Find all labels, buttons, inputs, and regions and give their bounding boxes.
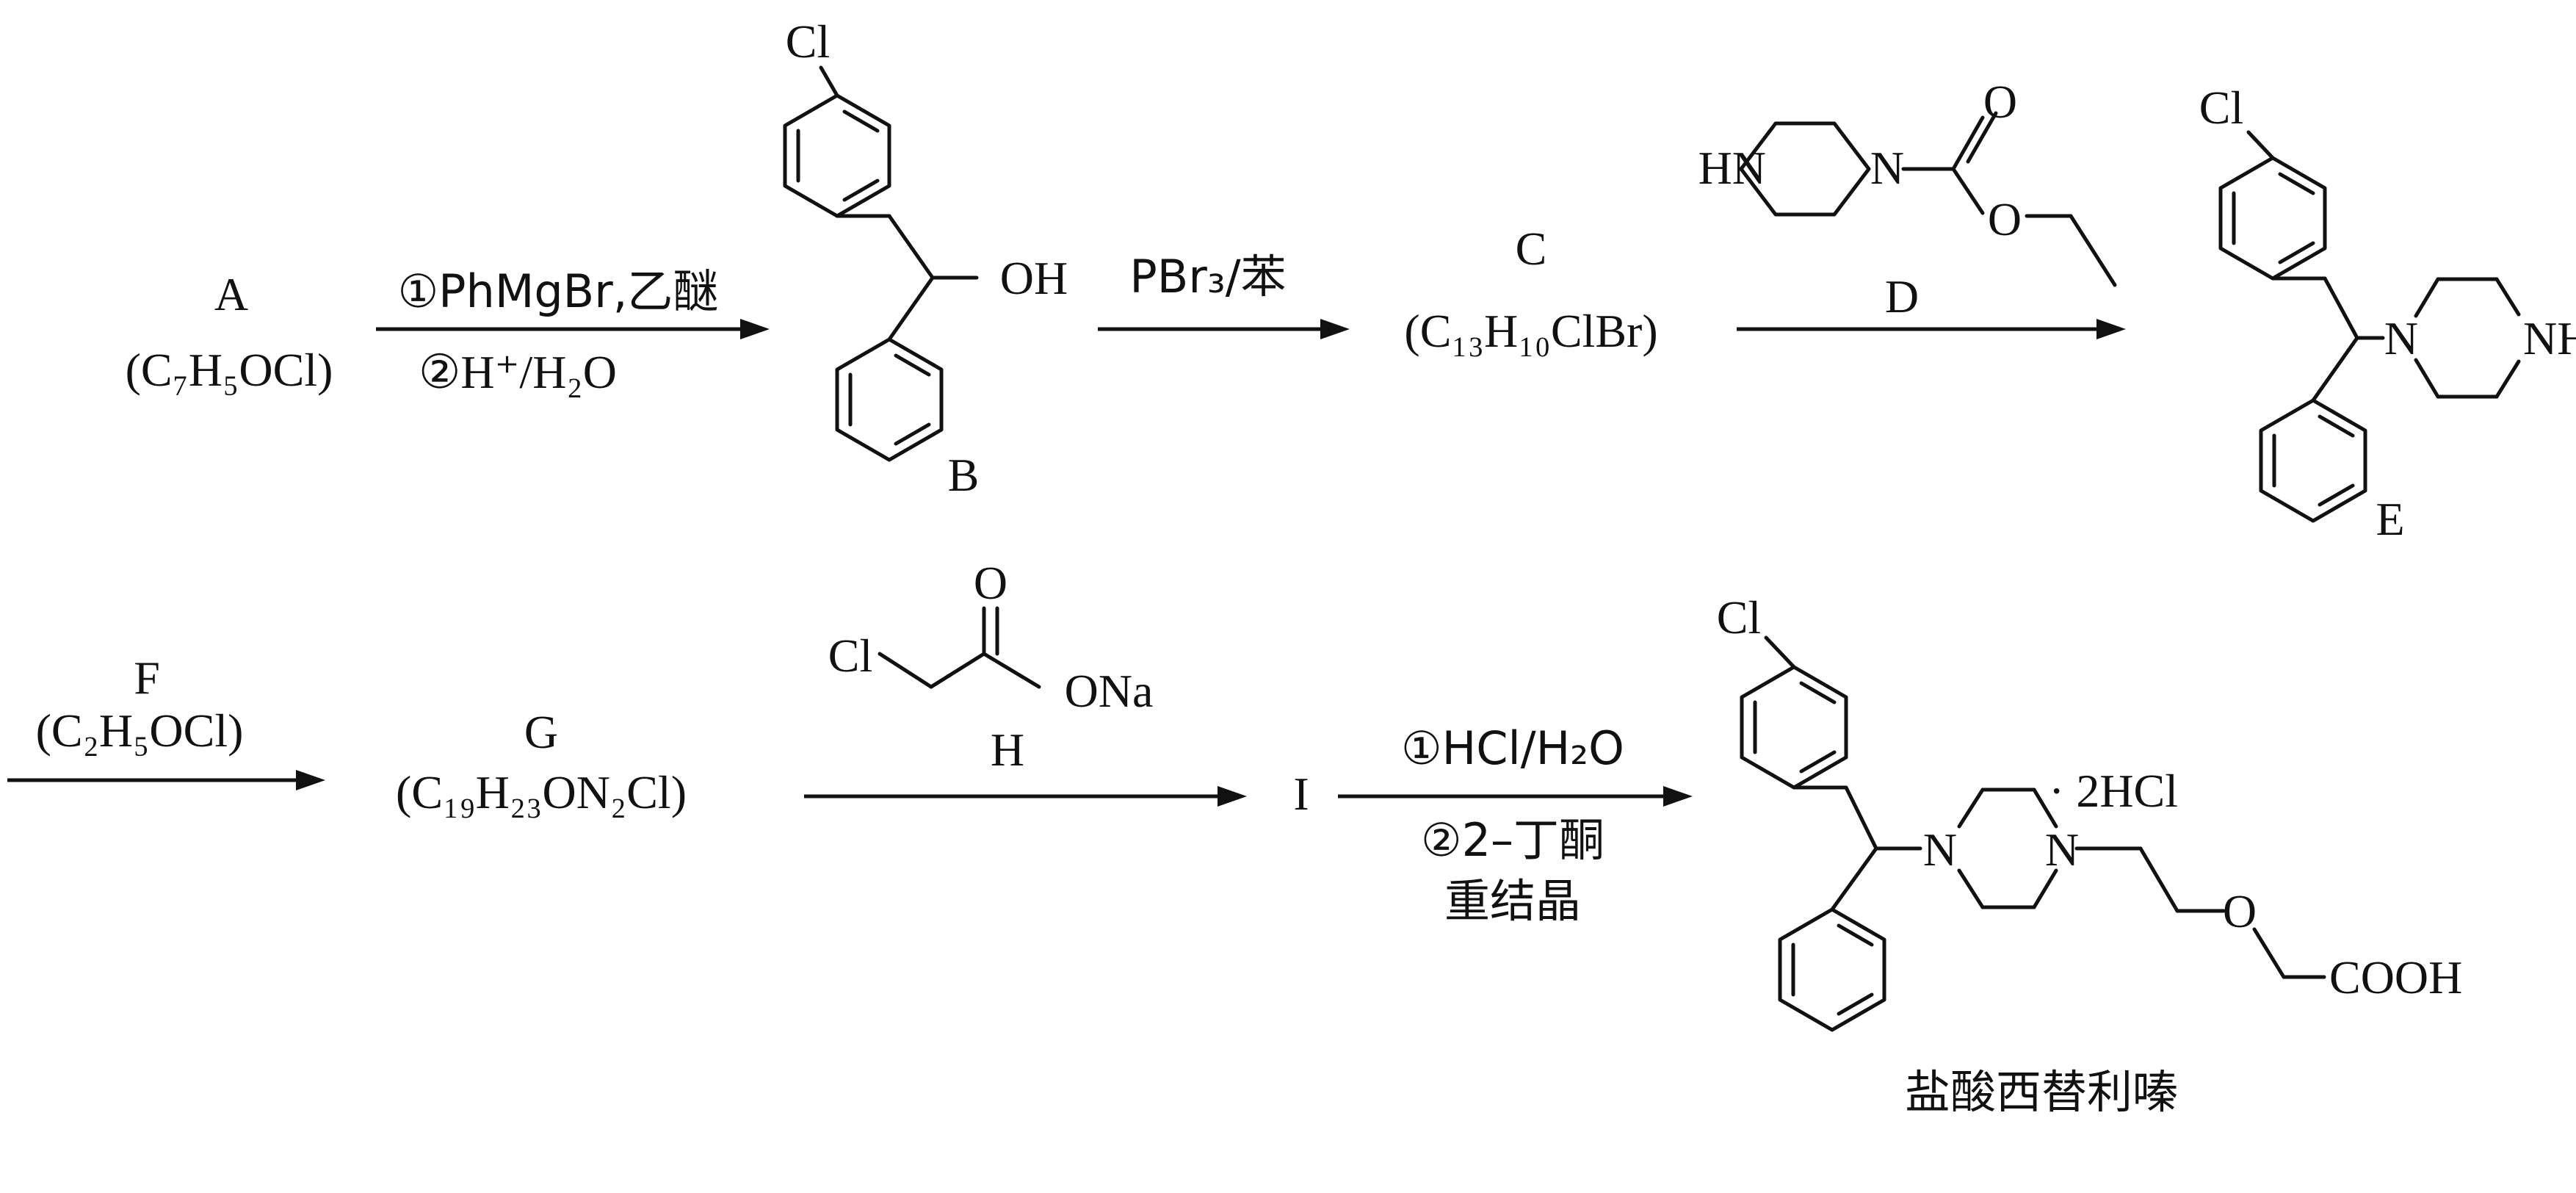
product-cooh: COOH bbox=[2329, 951, 2462, 1003]
reagent-h-structure bbox=[878, 606, 1041, 689]
reagent-d-o-carbonyl: O bbox=[1983, 76, 2017, 128]
compound-e-label: E bbox=[2376, 493, 2404, 545]
reaction-arrow-2 bbox=[1098, 319, 1350, 339]
reagent-d-n: N bbox=[1870, 142, 1904, 194]
compound-e-nh: NH bbox=[2523, 312, 2576, 364]
reagent-d-o-ester: O bbox=[1988, 193, 2022, 245]
reagent-d-structure bbox=[1739, 111, 2117, 287]
arrow6-step2: ②2–丁酮 bbox=[1421, 813, 1604, 867]
product-n1: N bbox=[1923, 823, 1957, 876]
compound-a-label: A bbox=[214, 268, 248, 320]
reagent-h-cl: Cl bbox=[828, 630, 872, 682]
compound-e-structure bbox=[2218, 130, 2521, 523]
compound-b-cl: Cl bbox=[786, 15, 830, 68]
arrow1-step1: ①PhMgBr,乙醚 bbox=[398, 264, 719, 318]
arrow2-reagent: PBr₃/苯 bbox=[1129, 250, 1286, 303]
reagent-h-ona: ONa bbox=[1065, 665, 1154, 717]
arrow6-step1: ①HCl/H₂O bbox=[1401, 721, 1624, 775]
reagent-d-hn: HN bbox=[1698, 142, 1766, 194]
compound-b-label: B bbox=[948, 449, 980, 501]
compound-i-label: I bbox=[1293, 768, 1309, 820]
compound-c-label: C bbox=[1516, 223, 1547, 275]
reagent-f-label: F bbox=[134, 652, 160, 704]
compound-b-structure bbox=[783, 65, 979, 462]
compound-g-label: G bbox=[524, 706, 558, 758]
arrow1-step2: ②H⁺/H₂O bbox=[419, 346, 617, 398]
reaction-arrow-1 bbox=[376, 319, 770, 339]
compound-b-oh: OH bbox=[1000, 252, 1068, 304]
reagent-d-label: D bbox=[1885, 270, 1919, 322]
arrow6-step3: 重结晶 bbox=[1444, 874, 1581, 928]
compound-e-n: N bbox=[2384, 312, 2418, 364]
reaction-arrow-4 bbox=[7, 770, 325, 790]
product-cl: Cl bbox=[1717, 591, 1761, 644]
reaction-arrow-6 bbox=[1338, 786, 1693, 807]
reaction-arrow-3 bbox=[1737, 319, 2126, 339]
product-salt: · 2HCl bbox=[2049, 765, 2178, 817]
product-name: 盐酸西替利嗪 bbox=[1905, 1065, 2178, 1119]
reagent-f-formula: (C₂H₅OCl) bbox=[36, 704, 244, 757]
reagent-h-o: O bbox=[974, 557, 1007, 609]
reagent-h-label: H bbox=[991, 724, 1024, 776]
product-o: O bbox=[2223, 885, 2257, 937]
reaction-arrow-5 bbox=[804, 786, 1247, 807]
compound-c-formula: (C₁₃H₁₀ClBr) bbox=[1404, 305, 1657, 357]
product-structure bbox=[1740, 635, 2326, 1032]
product-n2: N bbox=[2045, 823, 2079, 876]
compound-e-cl: Cl bbox=[2199, 82, 2243, 134]
compound-g-formula: (C₁₉H₂₃ON₂Cl) bbox=[396, 766, 687, 818]
compound-a-formula: (C₇H₅OCl) bbox=[126, 344, 333, 396]
